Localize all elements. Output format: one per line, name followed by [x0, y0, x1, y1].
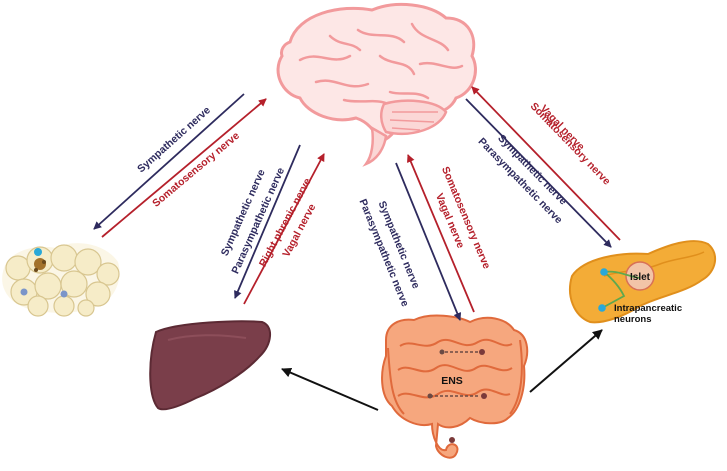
brain-icon: [276, 2, 477, 167]
intestine-icon: [381, 314, 529, 459]
pancreas-icon: [569, 240, 717, 324]
liver-afferent-arrow: [243, 153, 325, 305]
liver-efferent-arrow: [234, 144, 301, 299]
islet-label: Islet: [630, 272, 651, 283]
gut-afferent-arrow: [407, 154, 475, 313]
adipose-tissue-icon: [2, 243, 120, 317]
pancreas-efferent-arrow: [465, 98, 612, 248]
gut-efferent-arrow: [395, 162, 462, 321]
ens-label: ENS: [441, 375, 463, 387]
adipose-sympathetic-arrow: [93, 93, 245, 230]
liver-icon: [149, 320, 271, 411]
intrapancreatic-label: Intrapancreatic: [614, 303, 682, 314]
gut-to-pancreas-arrow: [529, 329, 603, 393]
neurons-label: neurons: [614, 314, 651, 325]
adipose-somatosensory-arrow: [101, 98, 267, 238]
gut-to-liver-arrow: [281, 367, 379, 411]
pancreas-afferent-arrow: [471, 86, 621, 241]
